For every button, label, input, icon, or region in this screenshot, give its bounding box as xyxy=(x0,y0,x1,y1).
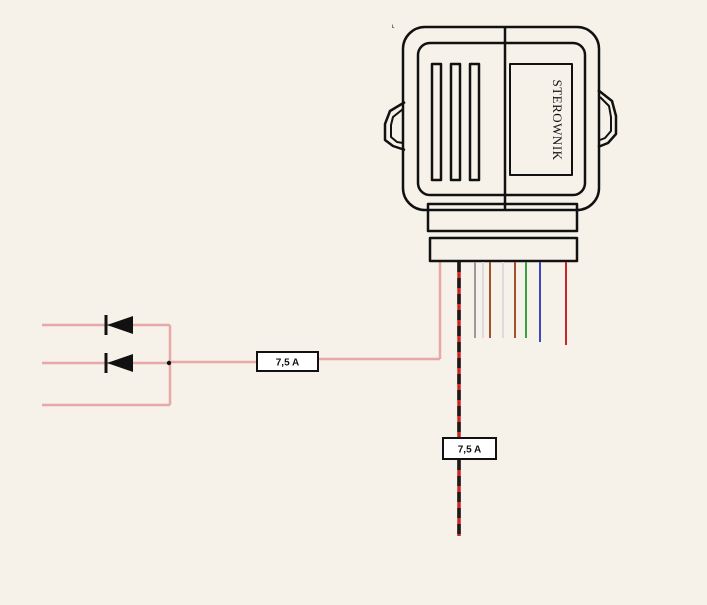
junction-dot xyxy=(166,360,172,366)
control-module xyxy=(383,25,618,263)
module-left-ear-inner xyxy=(390,108,404,144)
fuse-vertical: 7,5 A xyxy=(442,437,497,460)
fuse-vertical-label: 7,5 A xyxy=(458,445,482,456)
module-grille-slot-2 xyxy=(449,62,462,182)
connector-wires xyxy=(474,262,567,345)
input-wires xyxy=(42,262,442,407)
module-right-ear xyxy=(597,89,618,149)
stray-mark: ˪ xyxy=(392,21,395,30)
module-connector-plug xyxy=(428,236,579,263)
module-right-ear-inner xyxy=(599,96,612,141)
module-connector-housing xyxy=(426,202,579,233)
diode-bottom xyxy=(104,353,133,373)
module-grille-slot-1 xyxy=(430,62,443,182)
module-left-ear xyxy=(383,100,406,152)
module-grille-slot-3 xyxy=(468,62,481,182)
fuse-horizontal-label: 7,5 A xyxy=(276,358,300,369)
module-body-inner xyxy=(416,41,587,197)
fuse-horizontal: 7,5 A xyxy=(256,351,319,372)
module-label: STEROWNIK xyxy=(550,79,565,160)
diode-top xyxy=(104,315,133,335)
module-body-outer xyxy=(401,25,601,212)
module-label-panel xyxy=(509,63,573,176)
